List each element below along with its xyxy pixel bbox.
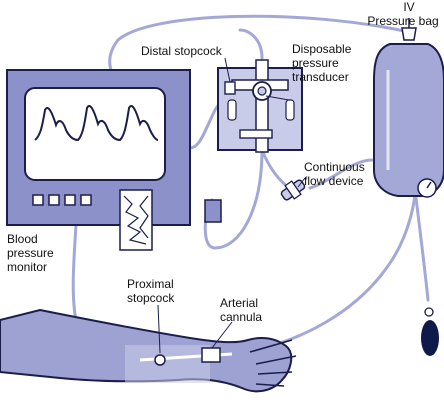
bag-hanger	[401, 18, 417, 41]
leader-distal-stopcock	[224, 57, 231, 83]
continuous-flow-device	[280, 179, 306, 201]
gauge-needle	[426, 181, 432, 189]
tubing-arm-to-bag	[230, 188, 417, 356]
label-proximal-line2: stopcock	[127, 291, 175, 305]
bag-body	[373, 43, 444, 197]
label-monitor-line1: Blood	[7, 232, 38, 246]
tubing-bulb-line	[413, 188, 430, 302]
tubing-flow-to-bag	[308, 158, 374, 190]
label-transducer-line2: pressure	[292, 56, 339, 70]
label-transducer-line1: Disposable	[292, 42, 352, 56]
arterial-cannula	[201, 347, 221, 363]
label-flow-line2: flow device	[304, 174, 364, 188]
label-transducer-line3: transducer	[292, 70, 349, 84]
monitor-button-4[interactable]	[80, 194, 92, 206]
cable-connector	[204, 199, 222, 223]
patient-arm	[0, 308, 297, 393]
waveform-trace	[34, 105, 159, 142]
bulb-valve	[424, 307, 434, 317]
monitor-screen	[24, 87, 166, 181]
iv-pressure-bag	[373, 18, 444, 356]
monitor-button-2[interactable]	[48, 194, 60, 206]
tubing-lines	[71, 14, 430, 360]
hand-fingers	[249, 339, 297, 387]
arm-board	[125, 345, 210, 383]
transducer-dome-center	[257, 86, 267, 96]
leader-transducer	[265, 95, 290, 101]
tubing-transducer-loop	[203, 148, 264, 250]
label-cannula-line2: cannula	[220, 310, 263, 324]
pressure-transducer	[204, 59, 303, 223]
tubing-bag-to-transducer	[108, 14, 411, 74]
label-monitor-line3: monitor	[7, 260, 48, 274]
tubing-top-to-stopcock	[238, 28, 264, 60]
leader-flow-device	[297, 177, 306, 188]
inflation-bulb[interactable]	[421, 320, 439, 356]
blood-pressure-monitor	[6, 69, 191, 251]
label-distal-stopcock: Distal stopcock	[141, 44, 222, 58]
proximal-stopcock[interactable]	[154, 354, 166, 366]
leader-arterial-cannula	[211, 321, 233, 349]
leader-lines	[157, 57, 306, 354]
label-cannula-line1: Arterial	[220, 296, 259, 310]
label-proximal-line1: Proximal	[127, 277, 174, 291]
transducer-base-connector	[239, 129, 273, 139]
flow-device-valve[interactable]	[284, 180, 302, 200]
label-monitor-line2: pressure	[7, 246, 54, 260]
transducer-slot-left	[227, 99, 237, 121]
label-iv-line1: IV	[403, 0, 415, 14]
label-flow-line1: Continuous	[304, 160, 365, 174]
leader-proximal-stopcock	[157, 304, 161, 354]
printout-trace	[123, 195, 149, 245]
monitor-button-3[interactable]	[64, 194, 76, 206]
distal-stopcock[interactable]	[224, 81, 236, 95]
label-iv-line2: Pressure bag	[367, 14, 439, 28]
monitor-button-1[interactable]	[32, 194, 44, 206]
transducer-slot-right	[285, 99, 295, 121]
